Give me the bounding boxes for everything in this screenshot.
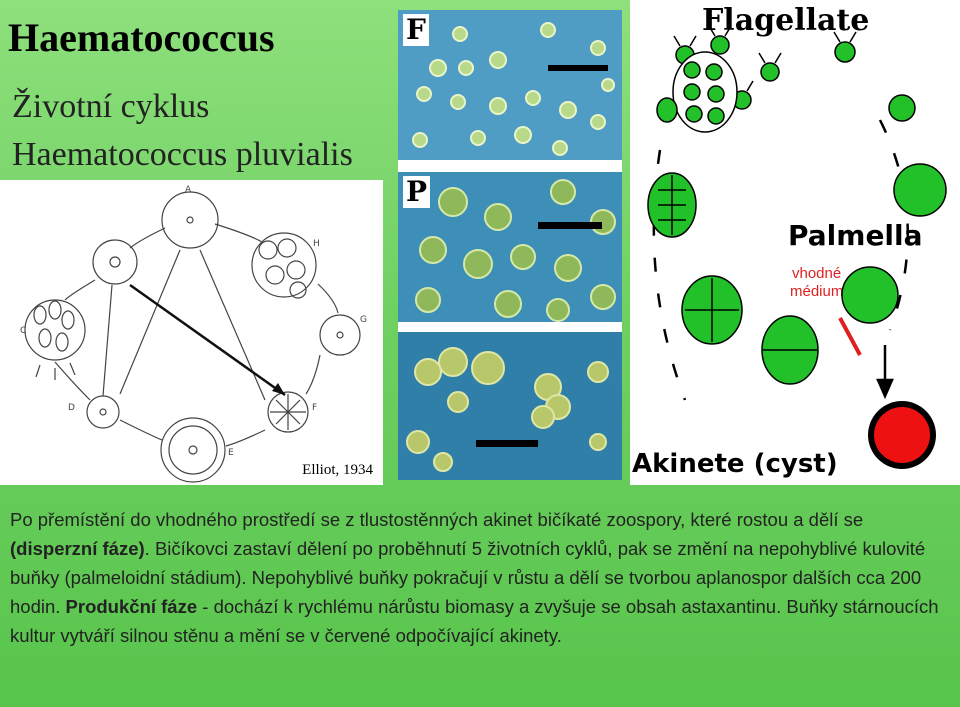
description-text: Po přemístění do vhodného prostředí se z… <box>10 505 950 650</box>
photo-label-f: F <box>403 14 429 46</box>
flagellate-label: Flagellate <box>702 3 869 38</box>
drawing-credit: Elliot, 1934 <box>302 462 373 478</box>
micrograph-akinete <box>398 332 622 480</box>
akinete-cyst <box>874 407 930 463</box>
subtitle-line-1: Životní cyklus <box>12 88 210 125</box>
desc-part-3: - dochází k rychlému nárůstu biomasy a z… <box>10 596 939 646</box>
desc-part-2: . Bičíkovci zastaví dělení po proběhnutí… <box>10 538 926 617</box>
desc-bold-production: Produkční fáze <box>65 596 198 617</box>
medium-label-line-2: médium <box>790 283 843 300</box>
drawing-label: E <box>228 448 234 458</box>
akinete-label: Akinete (cyst) <box>632 449 838 479</box>
life-cycle-drawing: A H C G D F E Elliot, 1934 <box>0 180 383 485</box>
cycle-diagram: Flagellate Palmella vhodné médium Akinet… <box>630 0 960 485</box>
life-cycle-sketch: A H C G D F E <box>20 185 367 483</box>
desc-part-1: Po přemístění do vhodného prostředí se z… <box>10 509 864 530</box>
drawing-label: G <box>360 315 367 325</box>
page-title: Haematococcus <box>8 15 275 60</box>
micrograph-flagellate: F <box>398 10 622 160</box>
drawing-label: F <box>312 403 317 413</box>
micrograph-palmella: P <box>398 172 622 322</box>
palmella-label: Palmella <box>788 219 923 252</box>
medium-marker <box>838 317 862 356</box>
drawing-label: C <box>20 326 26 336</box>
drawing-label: A <box>185 185 192 195</box>
photo-label-p: P <box>403 176 431 208</box>
drawing-label: D <box>68 403 75 413</box>
micrograph-panel: F P <box>398 10 622 480</box>
drawing-label: H <box>313 239 320 249</box>
desc-bold-dispersal: (disperzní fáze) <box>10 538 145 559</box>
medium-label-line-1: vhodné <box>792 265 841 282</box>
subtitle-line-2: Haematococcus pluvialis <box>12 136 353 173</box>
